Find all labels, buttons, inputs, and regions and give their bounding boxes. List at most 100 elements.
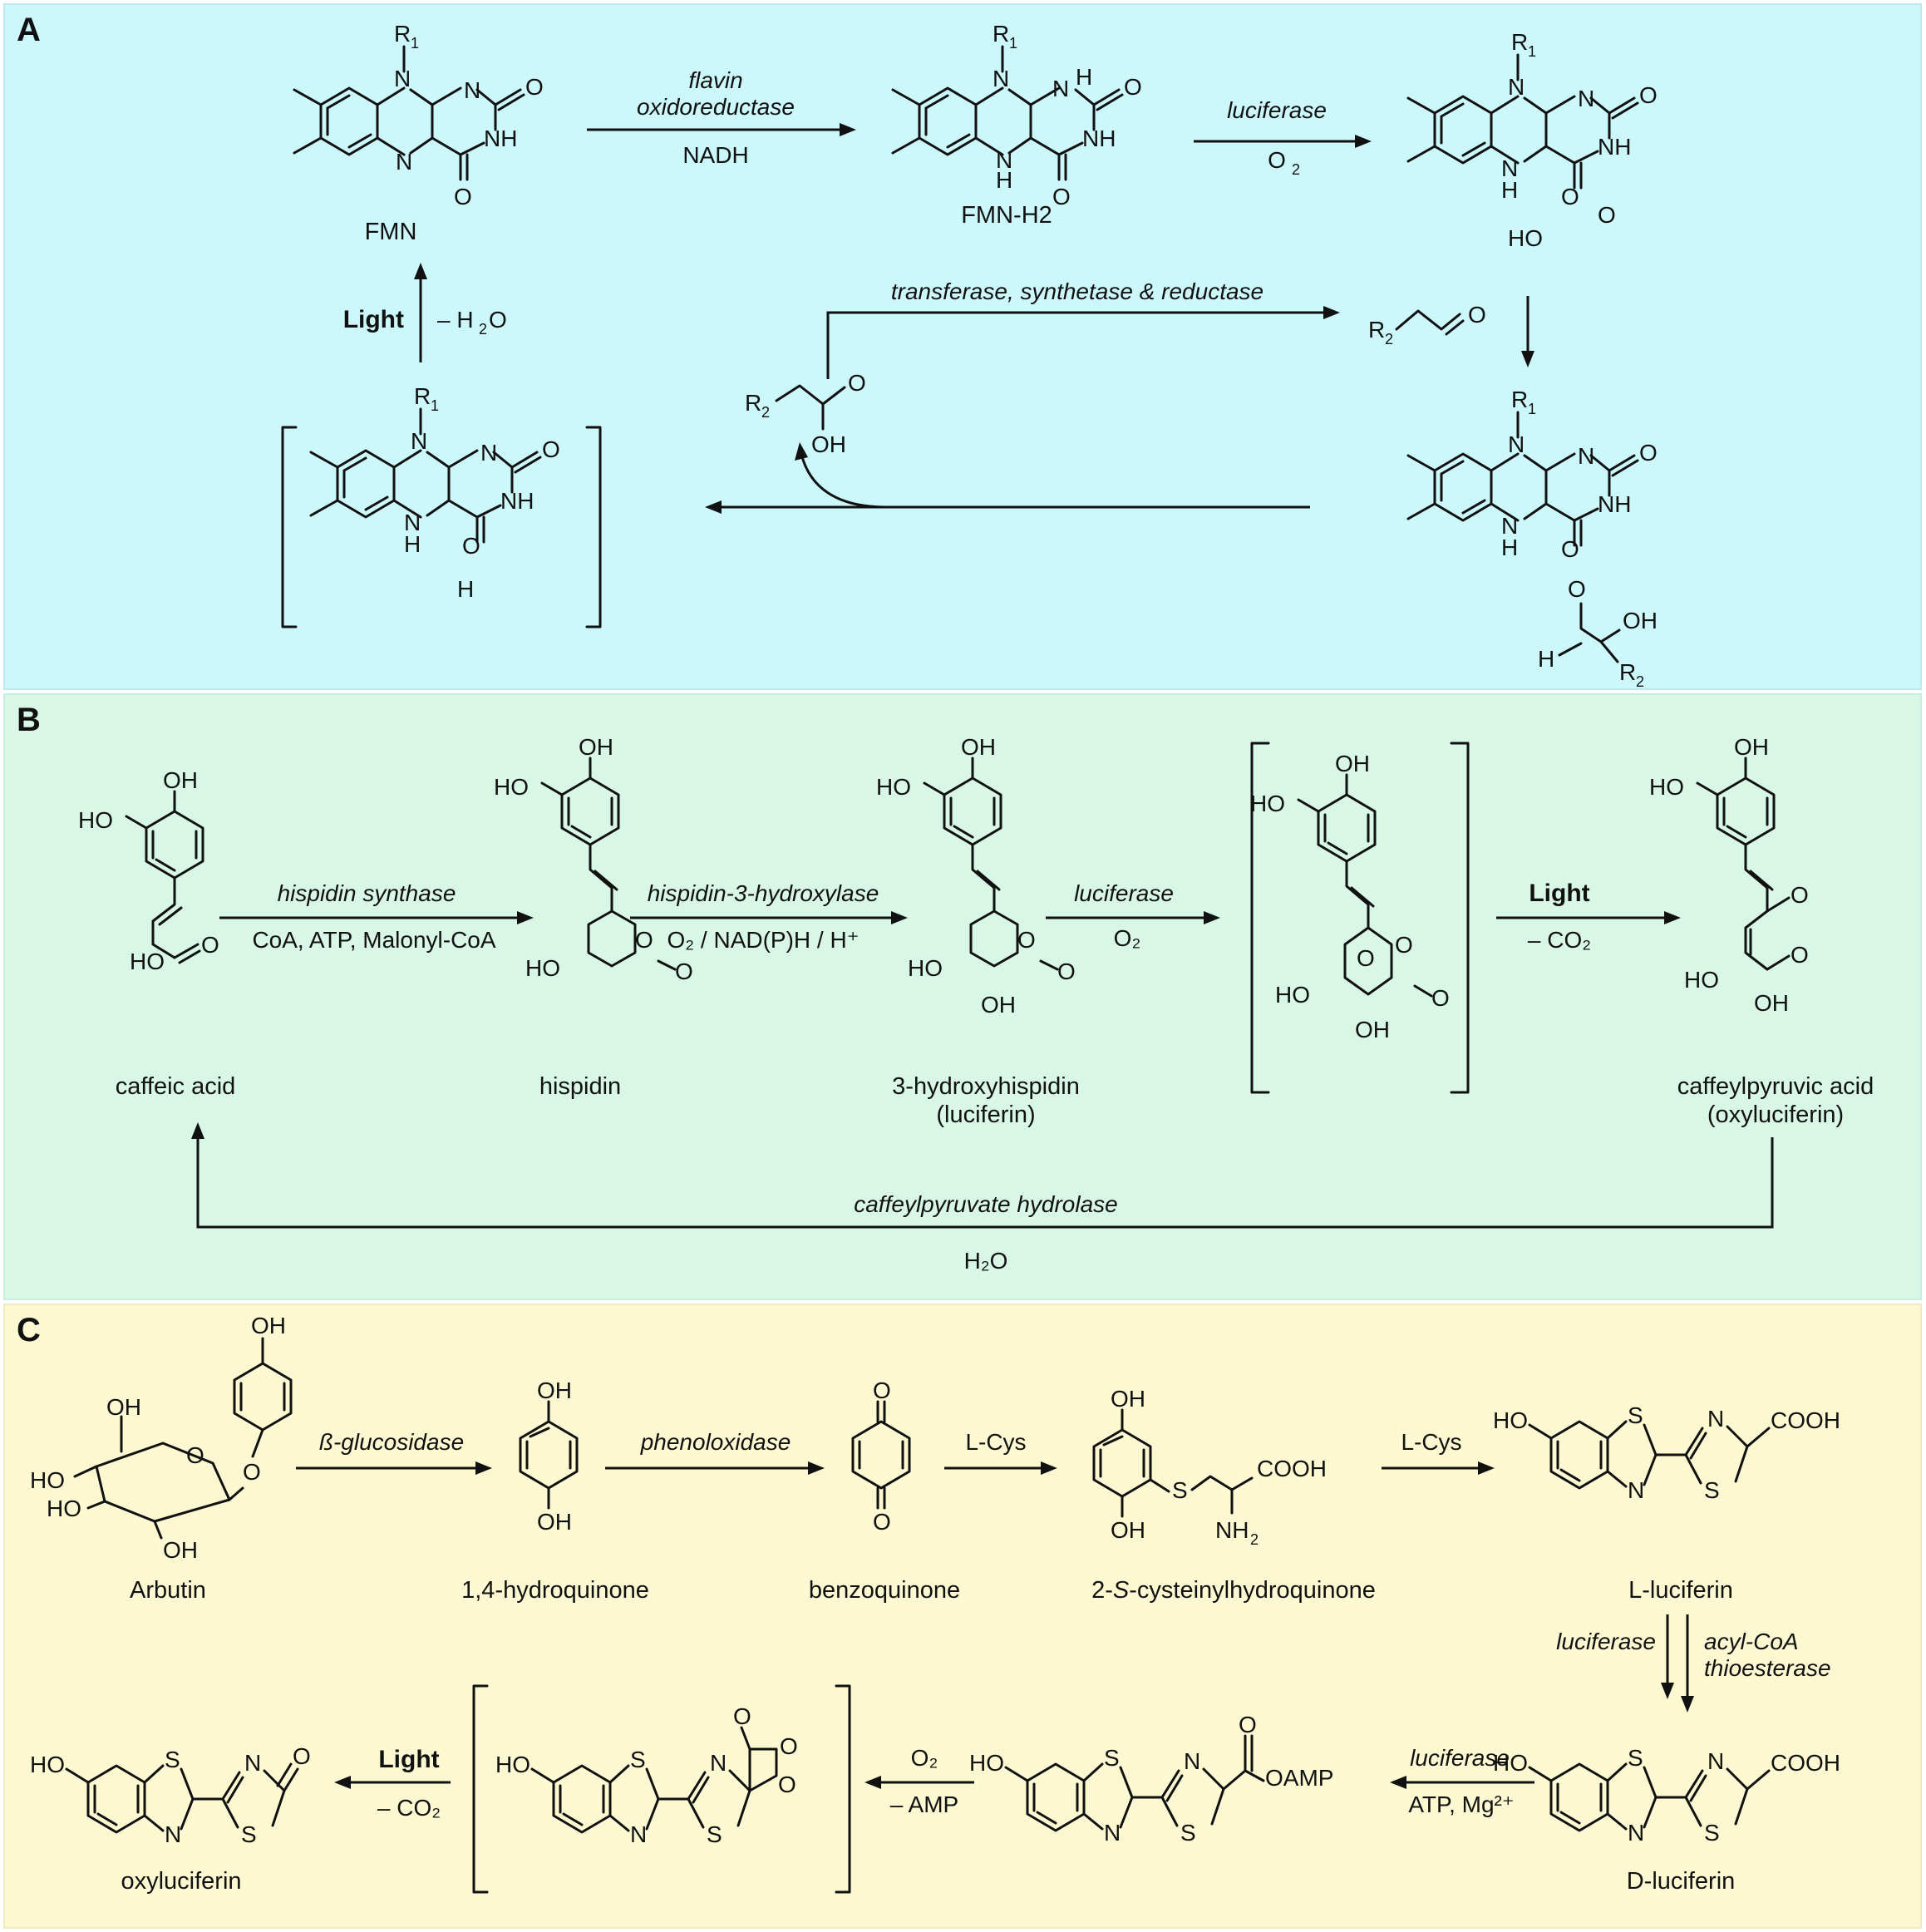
svg-text:NH: NH: [1598, 491, 1631, 517]
svg-text:OH: OH: [1623, 608, 1658, 633]
svg-text:H: H: [1076, 64, 1092, 90]
svg-text:O: O: [201, 932, 219, 958]
svg-text:N: N: [1052, 76, 1069, 101]
svg-text:OH: OH: [1111, 1517, 1145, 1543]
svg-text:HO: HO: [494, 774, 529, 800]
svg-text:S: S: [630, 1747, 646, 1772]
svg-text:COOH: COOH: [1771, 1750, 1840, 1776]
panel-label: A: [17, 12, 41, 48]
svg-text:OH: OH: [251, 1313, 286, 1338]
svg-text:S: S: [1104, 1745, 1120, 1771]
svg-text:O: O: [1057, 959, 1076, 984]
svg-text:O: O: [1468, 302, 1486, 328]
svg-text:1: 1: [1009, 35, 1017, 52]
svg-text:HO: HO: [1493, 1750, 1528, 1776]
panel-c-diagram: OH O OH O HO HO OH Arbutin ß-glucosidase…: [30, 1313, 1840, 1895]
svg-text:OH: OH: [1355, 1017, 1390, 1042]
svg-text:S: S: [1704, 1477, 1720, 1503]
svg-text:R: R: [1368, 317, 1385, 343]
svg-text:N: N: [1104, 1820, 1121, 1846]
svg-text:N: N: [1508, 74, 1525, 100]
compound-name: caffeylpyruvic acid: [1677, 1073, 1874, 1100]
svg-text:OH: OH: [537, 1378, 572, 1403]
compound-name: (luciferin): [936, 1102, 1035, 1128]
svg-text:OH: OH: [981, 992, 1016, 1018]
compound-name: L-luciferin: [1628, 1577, 1733, 1604]
svg-text:S: S: [1172, 1477, 1188, 1503]
svg-text:N: N: [480, 440, 497, 466]
svg-text:acyl-CoA: acyl-CoA: [1704, 1629, 1799, 1654]
svg-text:O: O: [243, 1459, 261, 1485]
compound-name: benzoquinone: [809, 1577, 960, 1604]
svg-text:L-Cys: L-Cys: [965, 1429, 1026, 1455]
svg-text:flavin: flavin: [688, 67, 742, 93]
svg-text:O: O: [780, 1733, 798, 1759]
benzoquinone-structure: O O: [851, 1378, 911, 1535]
svg-text:NH: NH: [1082, 126, 1116, 151]
svg-text:HO: HO: [876, 774, 911, 800]
svg-text:O: O: [1268, 147, 1286, 173]
svg-text:caffeylpyruvate hydrolase: caffeylpyruvate hydrolase: [854, 1191, 1118, 1217]
svg-text:luciferase: luciferase: [1556, 1629, 1656, 1654]
svg-text:H: H: [996, 167, 1012, 193]
svg-text:O: O: [489, 307, 507, 333]
svg-text:O: O: [1395, 932, 1413, 958]
svg-text:N: N: [1707, 1748, 1724, 1774]
svg-text:OH: OH: [811, 431, 846, 457]
svg-text:HO: HO: [969, 1750, 1004, 1776]
panel-a: A: [3, 3, 1922, 690]
svg-text:N: N: [464, 77, 480, 103]
svg-text:HO: HO: [1508, 225, 1543, 251]
svg-text:NADH: NADH: [682, 142, 748, 168]
svg-text:N: N: [1628, 1820, 1644, 1846]
svg-text:OH: OH: [961, 734, 996, 760]
svg-text:O₂ / NAD(P)H / H⁺: O₂ / NAD(P)H / H⁺: [667, 927, 860, 953]
svg-text:2: 2: [479, 321, 487, 338]
svg-text:O: O: [1124, 74, 1142, 100]
svg-text:N: N: [1508, 431, 1525, 457]
arbutin-structure: OH O OH O HO HO OH: [30, 1313, 293, 1563]
svg-text:O: O: [525, 74, 544, 100]
svg-text:O: O: [1568, 576, 1586, 602]
svg-text:R: R: [993, 21, 1009, 47]
svg-text:– CO₂: – CO₂: [1528, 927, 1591, 953]
compound-name: 3-hydroxyhispidin: [892, 1073, 1080, 1100]
svg-text:thioesterase: thioesterase: [1704, 1655, 1831, 1681]
svg-text:O: O: [1791, 882, 1809, 908]
svg-text:COOH: COOH: [1771, 1407, 1840, 1433]
svg-text:N: N: [1707, 1406, 1724, 1432]
svg-text:R: R: [414, 383, 431, 409]
svg-text:ATP, Mg²⁺: ATP, Mg²⁺: [1408, 1792, 1514, 1817]
svg-text:O: O: [635, 927, 653, 953]
svg-text:H: H: [1501, 535, 1518, 560]
compound-name: oxyluciferin: [121, 1868, 241, 1895]
compound-name: 1,4-hydroquinone: [461, 1577, 649, 1604]
svg-text:HO: HO: [908, 955, 943, 981]
svg-text:N: N: [244, 1750, 261, 1776]
svg-text:O: O: [848, 370, 866, 396]
svg-text:Light: Light: [378, 1746, 439, 1773]
svg-text:HO: HO: [30, 1467, 65, 1493]
svg-text:L-Cys: L-Cys: [1401, 1429, 1461, 1455]
svg-text:N: N: [1501, 513, 1518, 539]
svg-text:1: 1: [1528, 43, 1536, 60]
compound-name: FMN: [365, 219, 417, 245]
svg-text:– CO₂: – CO₂: [377, 1795, 441, 1821]
svg-text:2: 2: [1250, 1531, 1259, 1548]
svg-text:N: N: [630, 1821, 647, 1847]
svg-text:OH: OH: [106, 1394, 141, 1420]
svg-text:O: O: [186, 1442, 204, 1468]
svg-text:NH: NH: [1215, 1517, 1249, 1543]
svg-text:S: S: [241, 1821, 257, 1847]
svg-text:2: 2: [1385, 331, 1393, 347]
